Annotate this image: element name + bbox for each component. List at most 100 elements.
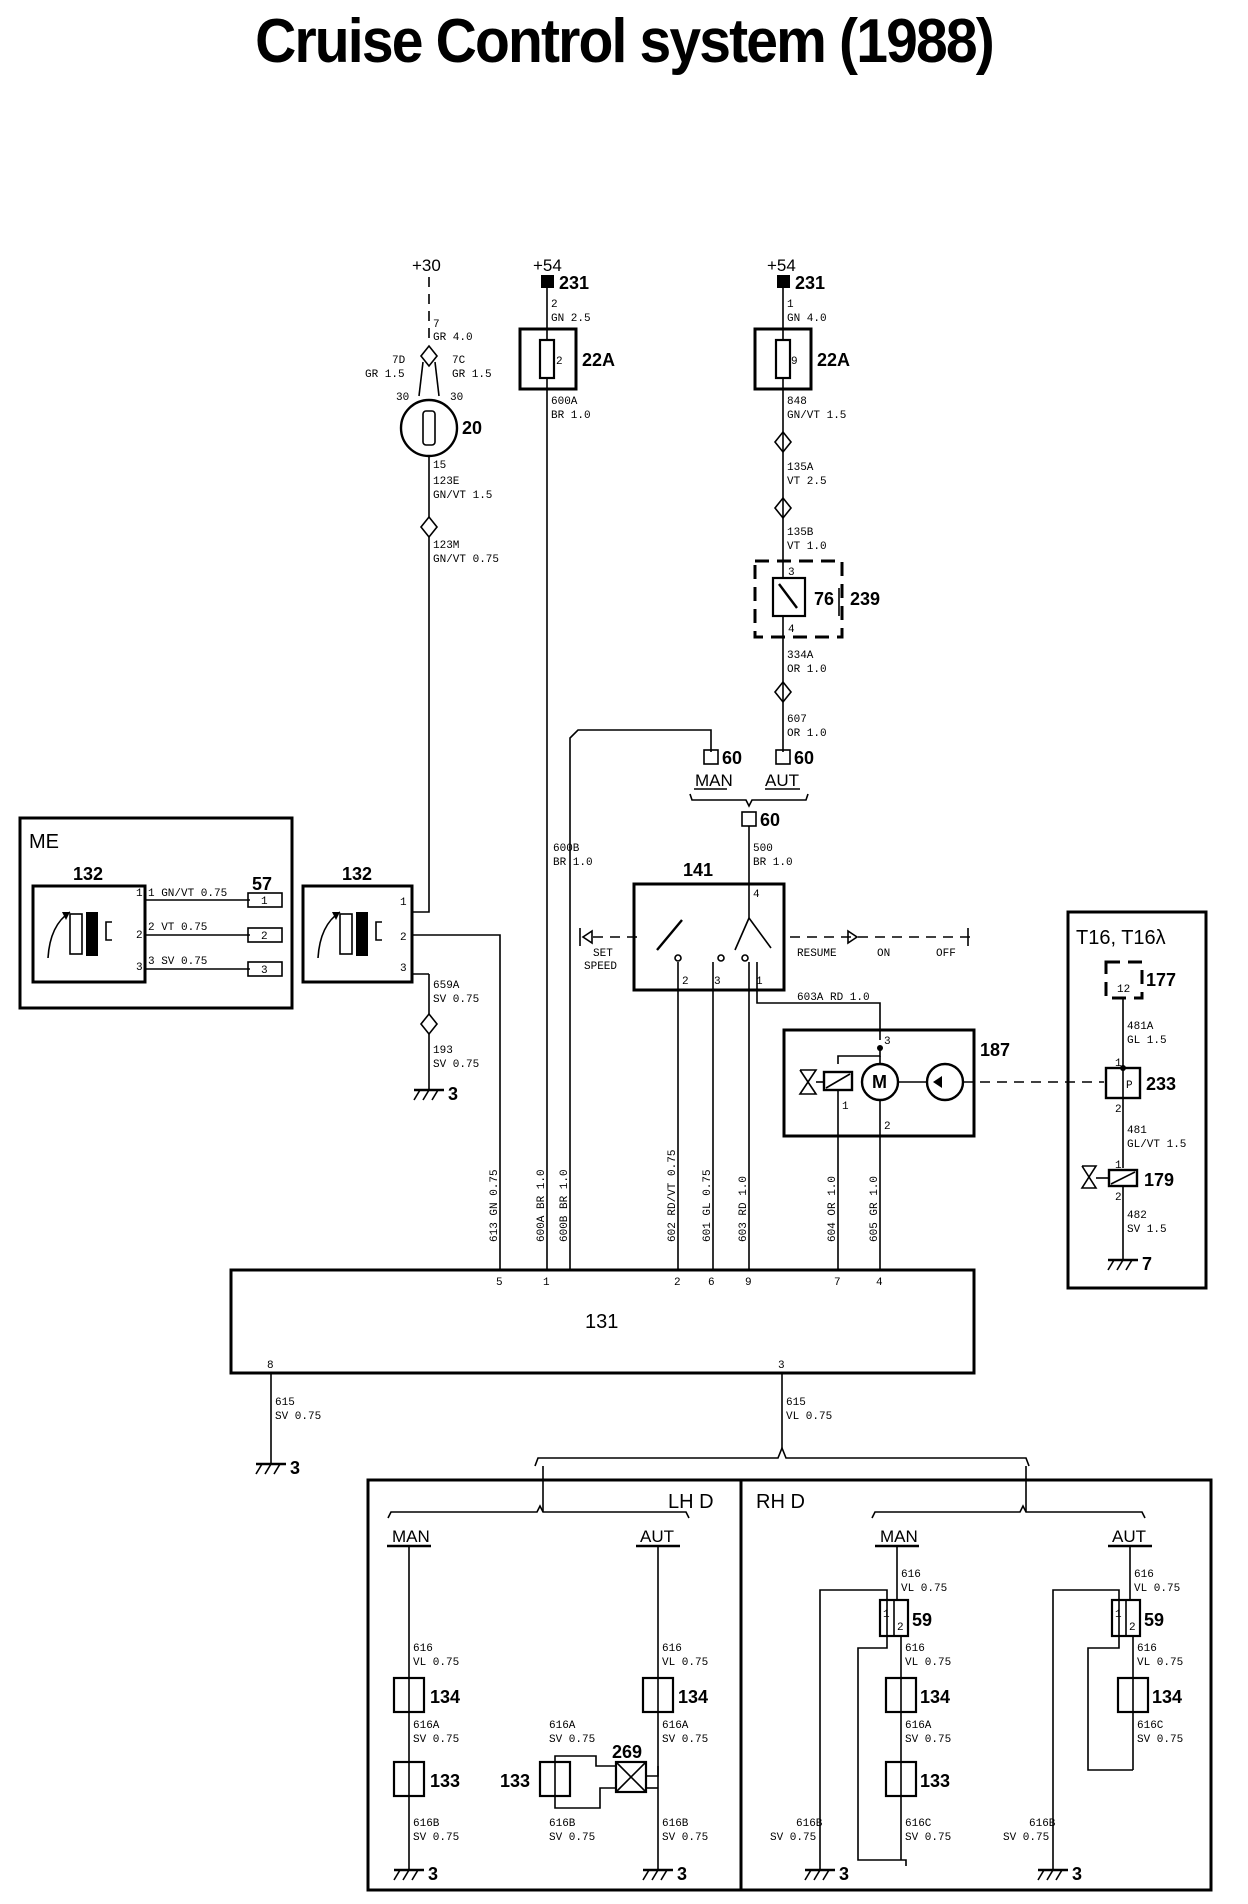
connector-60-group: 60 60 MAN AUT 60 600B BR 1.0 500 BR 1.0 (553, 729, 814, 1270)
svg-text:3: 3 (677, 1864, 687, 1884)
supply-plus30: +30 (412, 256, 441, 275)
fuse-22a-label: 22A (582, 350, 615, 370)
svg-text:3: 3 (448, 1084, 458, 1104)
switch-141[interactable]: 141 4 SET SPEED RESUME ON OFF 2 3 1 603A… (579, 860, 975, 1270)
svg-text:603A RD 1.0: 603A RD 1.0 (797, 992, 870, 1004)
svg-text:+54: +54 (767, 256, 796, 275)
svg-text:616: 616 (901, 1569, 921, 1581)
svg-text:3: 3 (839, 1864, 849, 1884)
svg-text:SV 0.75: SV 0.75 (662, 1832, 708, 1844)
svg-text:3: 3 (1072, 1864, 1082, 1884)
svg-text:1: 1 (756, 976, 763, 988)
svg-text:30: 30 (396, 392, 409, 404)
svg-text:600A: 600A (551, 396, 578, 408)
svg-text:60: 60 (760, 810, 780, 830)
unit-187-label: 187 (980, 1040, 1010, 1060)
svg-text:2: 2 (400, 932, 407, 944)
svg-text:9: 9 (791, 356, 798, 368)
svg-text:1: 1 (787, 299, 794, 311)
svg-text:2: 2 (556, 356, 563, 368)
svg-text:2: 2 (551, 299, 558, 311)
svg-text:GN/VT 1.5: GN/VT 1.5 (787, 410, 846, 422)
svg-text:VL 0.75: VL 0.75 (786, 1411, 832, 1423)
fuse-branch-right: +54 231 1 GN 4.0 9 22A 848 GN/VT 1.5 135… (753, 256, 880, 752)
module-132-me (31, 884, 147, 984)
fuse-branch-left: +54 231 2 GN 2.5 2 22A 600A BR 1.0 (518, 256, 615, 1270)
svg-text:2: 2 (884, 1121, 891, 1133)
svg-text:VL 0.75: VL 0.75 (413, 1657, 459, 1669)
splice (773, 680, 793, 704)
connector-57 (247, 892, 283, 908)
svg-text:57: 57 (252, 874, 272, 894)
fuse-22a-label: 22A (817, 350, 850, 370)
svg-text:616: 616 (662, 1643, 682, 1655)
svg-text:2 VT 0.75: 2 VT 0.75 (148, 922, 207, 934)
svg-text:BR 1.0: BR 1.0 (551, 410, 591, 422)
connector-60 (775, 749, 791, 765)
svg-text:607: 607 (787, 714, 807, 726)
svg-text:482: 482 (1127, 1210, 1147, 1222)
svg-text:848: 848 (787, 396, 807, 408)
me-box: ME 132 1 2 3 1 GN/VT 0.75 2 VT 0.75 3 SV… (18, 816, 294, 1010)
key-icon (422, 410, 436, 446)
svg-text:SV 0.75: SV 0.75 (413, 1734, 459, 1746)
svg-text:616C: 616C (905, 1818, 932, 1830)
svg-text:616A: 616A (549, 1720, 576, 1732)
svg-text:2: 2 (1129, 1622, 1136, 1634)
svg-text:134: 134 (678, 1687, 708, 1707)
svg-text:3: 3 (261, 965, 268, 977)
svg-text:GR 1.5: GR 1.5 (452, 369, 492, 381)
svg-text:616: 616 (1137, 1643, 1157, 1655)
svg-text:GL/VT 1.5: GL/VT 1.5 (1127, 1139, 1186, 1151)
svg-text:7D: 7D (392, 355, 406, 367)
lhd-label: LH D (668, 1491, 714, 1513)
fuse-22a-left (518, 327, 578, 391)
svg-text:5: 5 (496, 1277, 503, 1289)
svg-text:616B: 616B (796, 1818, 823, 1830)
connector-60 (703, 749, 719, 765)
t16-label: T16, T16λ (1076, 927, 1166, 949)
page-title: Cruise Control system (1988) (255, 7, 995, 76)
ground-symbol (255, 1460, 286, 1475)
svg-text:SV 0.75: SV 0.75 (433, 1059, 479, 1071)
svg-text:616: 616 (413, 1643, 433, 1655)
svg-text:3 SV 0.75: 3 SV 0.75 (148, 956, 207, 968)
unit-187-body (782, 1028, 976, 1138)
ecu-131-body (229, 1268, 976, 1375)
svg-text:SV 0.75: SV 0.75 (905, 1734, 951, 1746)
svg-text:616A: 616A (413, 1720, 440, 1732)
svg-text:334A: 334A (787, 650, 814, 662)
svg-text:7C: 7C (452, 355, 466, 367)
switch-141-body (632, 882, 786, 992)
ecu-131: 131 5 1 2 6 9 7 4 8 3 615 SV 0.75 3 615 … (229, 1268, 1030, 1478)
svg-text:1 GN/VT 0.75: 1 GN/VT 0.75 (148, 888, 227, 900)
svg-text:VL 0.75: VL 0.75 (1137, 1657, 1183, 1669)
svg-text:4: 4 (788, 624, 795, 636)
svg-text:3: 3 (788, 567, 795, 579)
svg-text:VT 1.0: VT 1.0 (787, 541, 827, 553)
svg-text:1: 1 (543, 1277, 550, 1289)
svg-text:SV 1.5: SV 1.5 (1127, 1224, 1167, 1236)
svg-text:SV 0.75: SV 0.75 (433, 994, 479, 1006)
svg-text:3: 3 (136, 962, 143, 974)
rhd-label: RH D (756, 1491, 805, 1513)
svg-text:616B: 616B (1029, 1818, 1056, 1830)
svg-text:615: 615 (275, 1397, 295, 1409)
svg-text:123E: 123E (433, 476, 460, 488)
svg-text:30: 30 (450, 392, 463, 404)
svg-text:GN/VT 0.75: GN/VT 0.75 (433, 554, 499, 566)
svg-text:GN/VT 1.5: GN/VT 1.5 (433, 490, 492, 502)
svg-text:BR 1.0: BR 1.0 (753, 857, 793, 869)
svg-text:1: 1 (1115, 1058, 1122, 1070)
svg-text:SV 0.75: SV 0.75 (413, 1832, 459, 1844)
ignition-branch: +30 7 GR 4.0 7D GR 1.5 7C GR 1.5 30 30 2… (365, 256, 499, 913)
svg-text:616A: 616A (905, 1720, 932, 1732)
svg-text:135B: 135B (787, 527, 814, 539)
splice (419, 344, 439, 368)
svg-text:SV 0.75: SV 0.75 (549, 1734, 595, 1746)
svg-text:OR 1.0: OR 1.0 (787, 664, 827, 676)
svg-text:AUT: AUT (640, 1527, 674, 1546)
svg-text:VT 2.5: VT 2.5 (787, 476, 827, 488)
ground-symbol (1107, 1256, 1138, 1271)
connector-231 (541, 275, 554, 288)
